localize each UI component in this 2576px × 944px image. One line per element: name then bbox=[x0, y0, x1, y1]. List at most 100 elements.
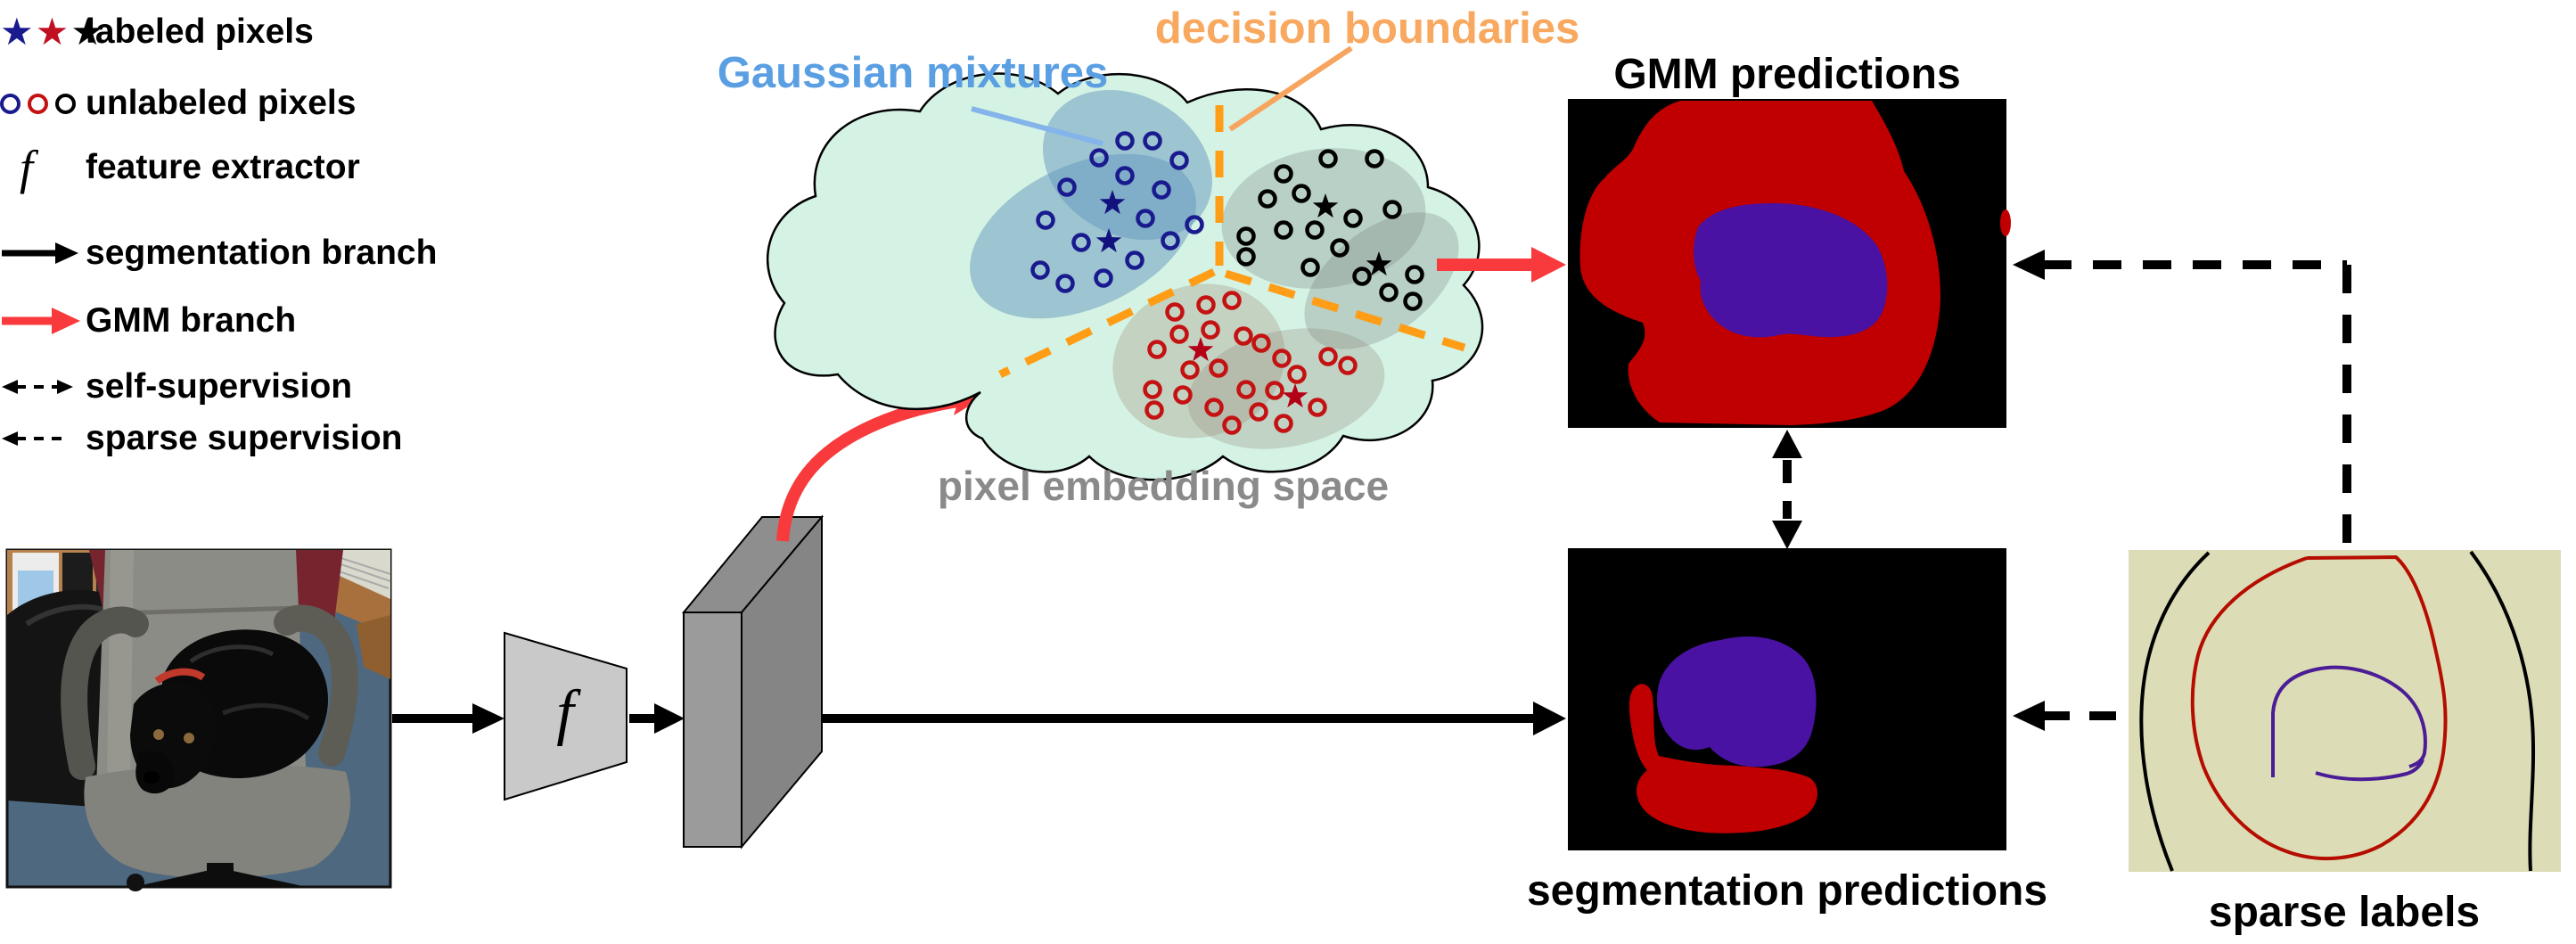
red-gaussian-point bbox=[1204, 398, 1224, 417]
black-gaussian-point bbox=[1292, 184, 1311, 203]
seg-chair-region bbox=[1628, 684, 1817, 833]
black-gaussian-point bbox=[1274, 220, 1293, 240]
gaussian-ellipses bbox=[970, 89, 1459, 449]
red-gaussian-point bbox=[1144, 400, 1164, 420]
dog bbox=[130, 629, 328, 794]
solid-black-arrow-icon bbox=[0, 240, 86, 267]
red-gaussian-point bbox=[1318, 347, 1338, 366]
red-gaussian-point bbox=[1169, 324, 1189, 344]
black-gaussian-labeled-star bbox=[1312, 193, 1339, 218]
red-gaussian-point bbox=[1265, 381, 1284, 400]
blue-gaussian-point bbox=[1094, 268, 1113, 288]
gmm-branch-arrow bbox=[1437, 247, 1566, 283]
gmm-predictions-image bbox=[1568, 99, 2011, 428]
red-gaussian-point bbox=[1249, 402, 1268, 422]
red-gaussian-point bbox=[1147, 340, 1167, 359]
feature-extractor-f: f bbox=[556, 678, 574, 747]
blue-gaussian-point bbox=[1071, 233, 1091, 252]
red-gaussian-point bbox=[1274, 414, 1293, 433]
legend-label: GMM branch bbox=[86, 301, 297, 340]
red-gaussian-point bbox=[1165, 302, 1185, 322]
red-gaussian-point bbox=[1234, 326, 1253, 346]
gmm-dog-region bbox=[1693, 203, 1888, 338]
sparse-labels-caption: sparse labels bbox=[2208, 889, 2481, 936]
blue-gaussian-point bbox=[1161, 231, 1180, 250]
legend-row-feature-extractor: f feature extractor bbox=[0, 141, 360, 194]
input-photo bbox=[5, 548, 392, 891]
scribble-background-right bbox=[2469, 550, 2536, 872]
dog-collar bbox=[154, 668, 206, 685]
boundary-pointer-line bbox=[1228, 45, 1353, 132]
sparse-labels-image bbox=[2129, 550, 2561, 872]
blue-gaussian-point bbox=[1185, 215, 1204, 234]
black-gaussian-point bbox=[1274, 164, 1293, 184]
black-gaussian-point bbox=[1330, 238, 1350, 258]
legend-label: self-supervision bbox=[86, 367, 353, 406]
black-gaussian-point bbox=[1382, 200, 1402, 219]
legend-row-labeled-pixels: ★ ★ ★ labeled pixels bbox=[0, 7, 314, 57]
blue-gaussian-labeled-star bbox=[1095, 228, 1122, 253]
blue-gaussian-point bbox=[1169, 151, 1189, 170]
black-gaussian-point bbox=[1258, 189, 1277, 209]
blue-gaussian-point bbox=[1036, 210, 1055, 230]
blue-gaussian-point bbox=[1055, 274, 1075, 293]
blue-gaussian-labeled-star bbox=[1099, 190, 1126, 215]
legend-row-sparse-supervision: sparse supervision bbox=[0, 414, 403, 464]
legend-row-gmm-branch: GMM branch bbox=[0, 296, 296, 346]
self-supervision-arrow bbox=[1772, 430, 1802, 549]
gaussian-pointer-line bbox=[971, 106, 1103, 146]
decision-boundary-lines bbox=[998, 105, 1466, 379]
pixel-embedding-space-label: pixel embedding space bbox=[937, 463, 1390, 509]
legend-label: labeled pixels bbox=[86, 12, 314, 51]
red-gaussian-point bbox=[1209, 358, 1228, 378]
legend-row-unlabeled-pixels: unlabeled pixels bbox=[0, 78, 356, 128]
black-gaussian-point bbox=[1236, 226, 1256, 246]
armrest-left bbox=[61, 606, 149, 780]
armrest-right bbox=[274, 604, 358, 767]
legend-row-self-supervision: self-supervision bbox=[0, 362, 352, 412]
solid-red-arrow-icon bbox=[0, 306, 86, 336]
blue-gaussian-point bbox=[1057, 177, 1077, 197]
legend-label: feature extractor bbox=[86, 148, 360, 186]
blue-gaussian-point bbox=[1143, 131, 1162, 151]
legend-label: segmentation branch bbox=[86, 234, 438, 272]
scribble-dog bbox=[2271, 665, 2427, 782]
black-gaussian-point bbox=[1379, 283, 1399, 302]
red-gaussian-point bbox=[1308, 398, 1327, 417]
black-gaussian-point bbox=[1305, 220, 1325, 240]
segmentation-predictions-caption: segmentation predictions bbox=[1526, 867, 2048, 915]
legend-label: sparse supervision bbox=[86, 419, 403, 457]
segmentation-predictions-image bbox=[1568, 548, 2006, 850]
blue-gaussian-point bbox=[1115, 166, 1135, 185]
red-gaussian-point bbox=[1201, 320, 1220, 340]
gmm-predictions-caption: GMM predictions bbox=[1613, 51, 1961, 98]
black-gaussian-point bbox=[1352, 267, 1372, 286]
cluster-scatter bbox=[1030, 131, 1424, 435]
blue-gaussian-point bbox=[1115, 131, 1135, 151]
blue-gaussian-point bbox=[1136, 209, 1155, 228]
blue-gaussian-point bbox=[1030, 260, 1050, 280]
black-gaussian-point bbox=[1405, 265, 1424, 284]
feature-extractor bbox=[504, 631, 628, 801]
red-gaussian-labeled-star bbox=[1187, 337, 1214, 362]
sparse-supervision-to-gmm bbox=[2013, 250, 2351, 546]
chair-seat bbox=[84, 764, 351, 879]
dashed-double-arrow-icon bbox=[0, 376, 86, 398]
red-gaussian-point bbox=[1287, 365, 1307, 384]
gaussian-mixtures-label: Gaussian mixtures bbox=[717, 49, 1109, 97]
red-gaussian-point bbox=[1180, 360, 1200, 380]
red-gaussian-point bbox=[1222, 415, 1242, 435]
black-gaussian-point bbox=[1236, 247, 1256, 267]
red-gaussian-point bbox=[1272, 349, 1292, 368]
red-gaussian-point bbox=[1338, 356, 1358, 375]
black-gaussian-point bbox=[1365, 149, 1384, 168]
segmentation-branch-arrows bbox=[392, 702, 1566, 735]
decision-boundaries-label: decision boundaries bbox=[1154, 4, 1580, 53]
f-symbol: f bbox=[20, 141, 34, 194]
red-gaussian-point bbox=[1196, 295, 1216, 315]
pixel-embedding-cloud bbox=[766, 72, 1484, 481]
legend-label: unlabeled pixels bbox=[86, 84, 357, 122]
black-gaussian-point bbox=[1343, 209, 1363, 228]
